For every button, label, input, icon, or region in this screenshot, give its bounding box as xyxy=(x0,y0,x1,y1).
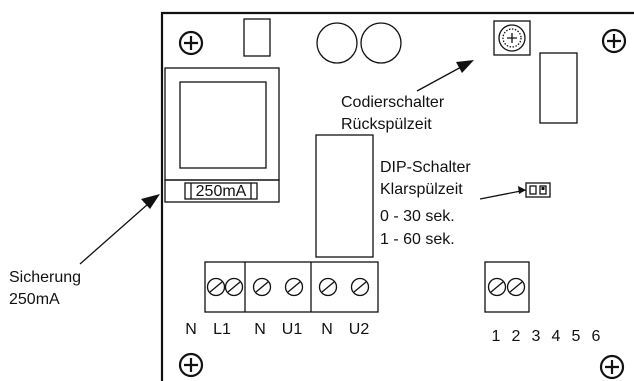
coding-switch xyxy=(493,20,531,56)
terminal-screw-icon xyxy=(252,277,272,297)
capacitor-left xyxy=(316,22,358,64)
right-component xyxy=(539,52,578,124)
arrow-line xyxy=(416,65,464,92)
terminal-labels-left: N L1 N U1 N U2 xyxy=(185,321,369,338)
small-component xyxy=(243,18,271,57)
dip-switch xyxy=(525,182,551,198)
dip-label-line1: DIP-Schalter xyxy=(380,159,471,176)
coding-switch-callout: Codierschalter Rückspülzeit xyxy=(341,60,474,133)
terminal-label: U1 xyxy=(282,321,303,338)
terminal-number: 2 xyxy=(512,328,521,345)
terminal-screw-icon xyxy=(487,277,507,297)
terminal-label: L1 xyxy=(213,321,231,338)
terminal-label: N xyxy=(185,321,197,338)
fuse-callout: Sicherung 250mA xyxy=(9,194,160,308)
terminal-number: 5 xyxy=(572,328,581,345)
fuse-label-line2: 250mA xyxy=(9,291,60,308)
terminal-number: 6 xyxy=(592,328,601,345)
coding-switch-label-line2: Rückspülzeit xyxy=(341,116,432,133)
terminal-screw-icon xyxy=(318,277,338,297)
capacitor-right xyxy=(360,22,402,64)
arrow-head-icon xyxy=(141,194,160,209)
terminal-screw-icon xyxy=(350,277,370,297)
terminal-number: 3 xyxy=(532,328,541,345)
terminal-screw-icon xyxy=(224,277,244,297)
arrow-head-icon xyxy=(456,60,474,73)
arrow-head-icon xyxy=(518,186,526,194)
screw-icon-bottom-left xyxy=(178,352,204,378)
dip-switch-callout: DIP-Schalter Klarspülzeit 0 - 30 sek. 1 … xyxy=(380,159,527,248)
board-outline xyxy=(160,11,634,381)
terminal-label: N xyxy=(321,321,333,338)
terminal-block-left xyxy=(204,261,379,313)
terminal-labels-right: 1 2 3 4 5 6 xyxy=(492,328,601,345)
fuse-label-line1: Sicherung xyxy=(9,269,81,286)
terminal-screw-icon xyxy=(206,277,226,297)
terminal-screw-icon xyxy=(284,277,304,297)
dip-label-line4: 1 - 60 sek. xyxy=(380,231,455,248)
arrow-line xyxy=(79,203,149,265)
terminal-number: 4 xyxy=(552,328,561,345)
relay xyxy=(315,134,374,258)
terminal-label: U2 xyxy=(349,321,370,338)
fuse-holder: 250mA xyxy=(164,179,280,203)
screw-icon-bottom-right xyxy=(599,354,625,380)
terminal-number: 1 xyxy=(492,328,501,345)
dip-label-line3: 0 - 30 sek. xyxy=(380,208,455,225)
transformer xyxy=(164,67,280,181)
terminal-label: N xyxy=(254,321,266,338)
fuse-value-label: 250mA xyxy=(196,183,247,200)
dip-label-line2: Klarspülzeit xyxy=(380,181,463,198)
screw-icon-top-left xyxy=(178,30,204,56)
terminal-screw-icon xyxy=(506,277,526,297)
dip-leader-line xyxy=(479,189,527,200)
screw-icon-top-right xyxy=(601,28,627,54)
terminal-block-right xyxy=(484,261,530,313)
coding-switch-label-line1: Codierschalter xyxy=(341,94,445,111)
